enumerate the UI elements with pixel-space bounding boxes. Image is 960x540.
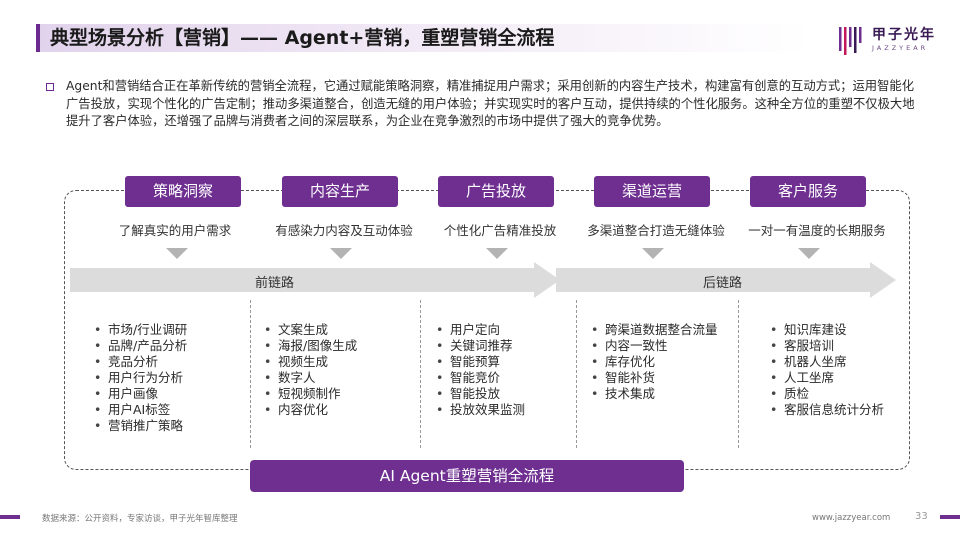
down-triangle-icon (642, 248, 664, 259)
footer-url: www.jazzyear.com (812, 513, 891, 523)
stage-desc-ads: 个性化广告精准投放 (443, 223, 557, 238)
page-title: 典型场景分析【营销】—— Agent+营销，重塑营销全流程 (50, 27, 555, 49)
list-item: 视频生成 (264, 354, 357, 370)
down-triangle-icon (798, 248, 820, 259)
logo-name: 甲子光年 (872, 27, 936, 43)
front-chain-arrow (70, 262, 560, 298)
list-item: 用户定向 (436, 322, 525, 338)
footer-accent-right (940, 515, 960, 519)
down-triangle-icon (486, 248, 508, 259)
list-item: 用户行为分析 (94, 370, 187, 386)
stage-desc-strategy: 了解真实的用户需求 (118, 223, 232, 238)
list-item: 客服信息统计分析 (770, 402, 884, 418)
list-item: 投放效果监测 (436, 402, 525, 418)
list-item: 知识库建设 (770, 322, 884, 338)
list-item: 技术集成 (591, 386, 718, 402)
list-item: 机器人坐席 (770, 354, 884, 370)
list-item: 海报/图像生成 (264, 338, 357, 354)
stage-desc-channel: 多渠道整合打造无缝体验 (587, 223, 725, 238)
list-item: 数字人 (264, 370, 357, 386)
intro-paragraph: Agent和营销结合正在革新传统的营销全流程，它通过赋能策略洞察，精准捕捉用户需… (46, 78, 926, 131)
stage-desc-service: 一对一有温度的长期服务 (748, 223, 886, 238)
list-item: 智能投放 (436, 386, 525, 402)
stage-divider (576, 300, 577, 448)
front-chain-label: 前链路 (255, 276, 295, 291)
stage-items-strategy: 市场/行业调研 品牌/产品分析 竞品分析 用户行为分析 用户画像 用户AI标签 … (94, 322, 187, 434)
down-triangle-icon (166, 248, 188, 259)
stage-divider (738, 300, 739, 448)
stage-pill-strategy: 策略洞察 (125, 176, 241, 207)
page-number: 33 (915, 511, 928, 522)
back-chain-arrow (556, 262, 896, 298)
list-item: 用户AI标签 (94, 402, 187, 418)
list-item: 跨渠道数据整合流量 (591, 322, 718, 338)
title-background (40, 24, 810, 52)
stage-items-channel: 跨渠道数据整合流量 内容一致性 库存优化 智能补货 技术集成 (591, 322, 718, 402)
list-item: 文案生成 (264, 322, 357, 338)
list-item: 智能预算 (436, 354, 525, 370)
list-item: 关键词推荐 (436, 338, 525, 354)
list-item: 用户画像 (94, 386, 187, 402)
intro-text: Agent和营销结合正在革新传统的营销全流程，它通过赋能策略洞察，精准捕捉用户需… (66, 79, 915, 128)
list-item: 内容优化 (264, 402, 357, 418)
data-source-note: 数据来源：公开资料，专家访谈，甲子光年智库整理 (42, 514, 238, 524)
stage-pill-service: 客户服务 (750, 176, 866, 207)
stage-items-content: 文案生成 海报/图像生成 视频生成 数字人 短视频制作 内容优化 (264, 322, 357, 418)
list-item: 人工坐席 (770, 370, 884, 386)
down-triangle-icon (330, 248, 352, 259)
list-item: 客服培训 (770, 338, 884, 354)
list-item: 库存优化 (591, 354, 718, 370)
footer-accent-left (0, 515, 20, 519)
list-item: 短视频制作 (264, 386, 357, 402)
list-item: 品牌/产品分析 (94, 338, 187, 354)
list-item: 竞品分析 (94, 354, 187, 370)
stage-items-ads: 用户定向 关键词推荐 智能预算 智能竞价 智能投放 投放效果监测 (436, 322, 525, 418)
jazzyear-logo: 甲子光年 JAZZYEAR (838, 22, 938, 58)
stage-desc-content: 有感染力内容及互动体验 (275, 223, 413, 238)
list-item: 市场/行业调研 (94, 322, 187, 338)
back-chain-label: 后链路 (703, 276, 743, 291)
stage-pill-channel: 渠道运营 (594, 176, 710, 207)
list-item: 营销推广策略 (94, 418, 187, 434)
list-item: 智能竞价 (436, 370, 525, 386)
stage-pill-ads: 广告投放 (438, 176, 554, 207)
list-item: 智能补货 (591, 370, 718, 386)
logo-subtitle: JAZZYEAR (872, 44, 929, 52)
logo-mark-icon (839, 27, 862, 55)
stage-items-service: 知识库建设 客服培训 机器人坐席 人工坐席 质检 客服信息统计分析 (770, 322, 884, 418)
list-item: 内容一致性 (591, 338, 718, 354)
list-item: 质检 (770, 386, 884, 402)
ai-agent-banner: AI Agent重塑营销全流程 (250, 460, 684, 492)
stage-pill-content: 内容生产 (282, 176, 398, 207)
stage-divider (250, 300, 251, 448)
stage-divider (420, 300, 421, 448)
title-accent-bar (36, 24, 40, 52)
square-bullet-icon (46, 83, 54, 91)
